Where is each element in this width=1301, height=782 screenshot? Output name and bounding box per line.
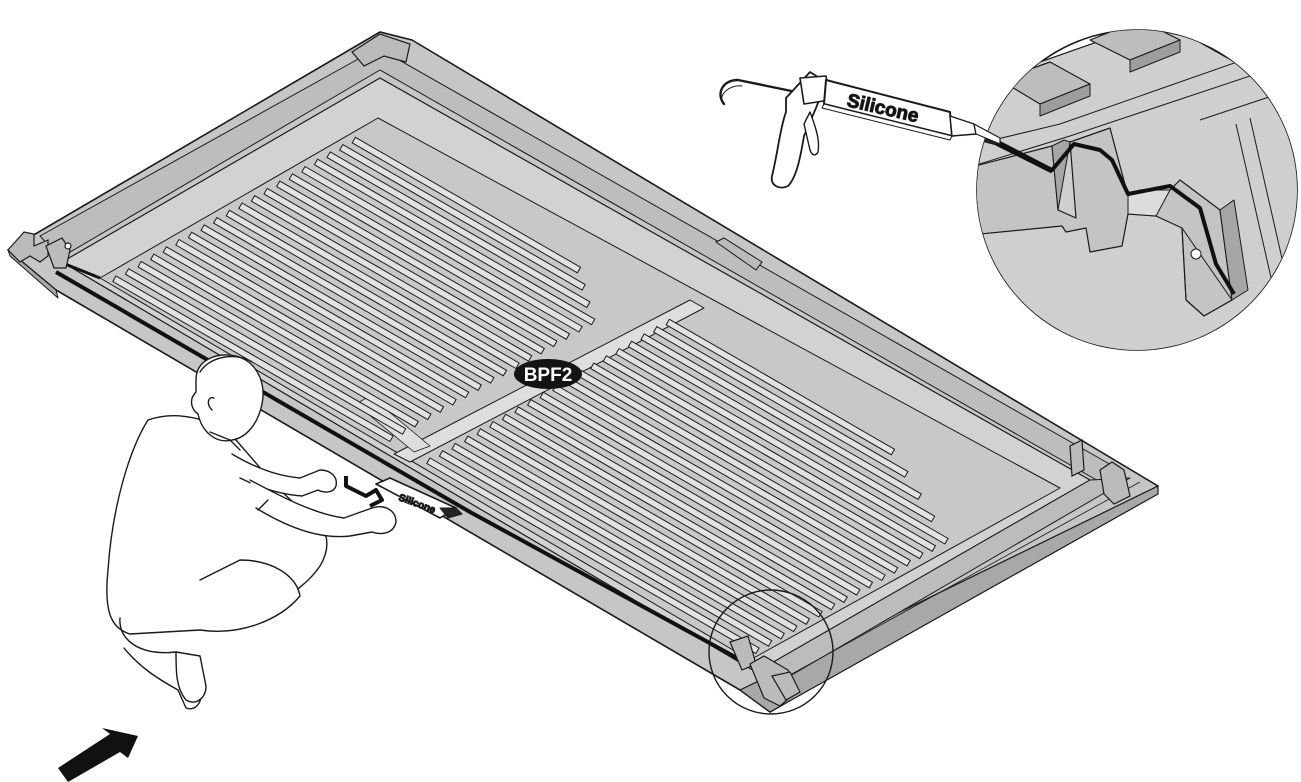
floor-rib — [514, 406, 848, 604]
floor-rib — [501, 413, 836, 611]
floor-rib — [665, 318, 896, 456]
direction-arrow-icon — [58, 728, 138, 782]
part-badge: BPF2 — [514, 359, 582, 389]
floor-rib — [250, 195, 533, 362]
floor-rib — [589, 362, 924, 560]
person-icon — [106, 354, 397, 710]
floor-ribs — [112, 136, 949, 655]
floor-rib — [526, 398, 861, 596]
floor-rib — [615, 347, 949, 545]
floor-rib — [137, 260, 420, 428]
floor-rib — [301, 165, 583, 333]
floor-rib — [338, 143, 586, 291]
floor-rib — [640, 333, 923, 501]
floor-rib — [200, 224, 483, 392]
floor-rib — [187, 231, 470, 399]
part-badge-label: BPF2 — [524, 365, 573, 386]
floor-rib — [451, 442, 785, 640]
floor-rib — [476, 428, 811, 625]
floor-rib — [149, 253, 432, 421]
detail-silicone-bead — [989, 136, 1236, 296]
rear-corner-bracket — [7, 231, 72, 269]
floor-rib — [313, 158, 596, 326]
floor-rib — [175, 238, 457, 406]
top-corner-bracket — [351, 33, 411, 67]
floor-rib — [438, 450, 773, 647]
floor-rib — [463, 435, 798, 633]
floor-rib — [652, 325, 909, 478]
silicone-bead — [54, 270, 749, 666]
floor-rib — [212, 216, 495, 384]
caulk-gun-large: Silicone — [719, 71, 1001, 189]
right-corner-bracket — [1069, 439, 1131, 505]
panel-front-lip — [739, 485, 1159, 713]
floor-rib — [489, 420, 823, 618]
floor-rib — [112, 275, 394, 443]
floor-rib — [263, 187, 546, 355]
floor-rib — [426, 457, 760, 655]
front-corner-bracket — [729, 635, 801, 707]
floor-rib — [238, 202, 520, 370]
floor-rib — [288, 173, 571, 340]
floor-rib — [539, 391, 874, 589]
floor-rib — [124, 268, 407, 435]
side-clip — [715, 237, 763, 271]
detail-callout-circle — [708, 589, 834, 715]
detail-view — [976, 29, 1298, 351]
floor-rib — [275, 180, 558, 348]
floor-rib — [351, 136, 582, 274]
floor-rib — [225, 209, 508, 377]
floor-rib — [627, 340, 936, 523]
floor-rib — [162, 246, 445, 413]
floor-rib — [602, 355, 937, 552]
caulk-gun-small: Silicone — [344, 476, 463, 519]
floor-rib — [326, 151, 591, 309]
